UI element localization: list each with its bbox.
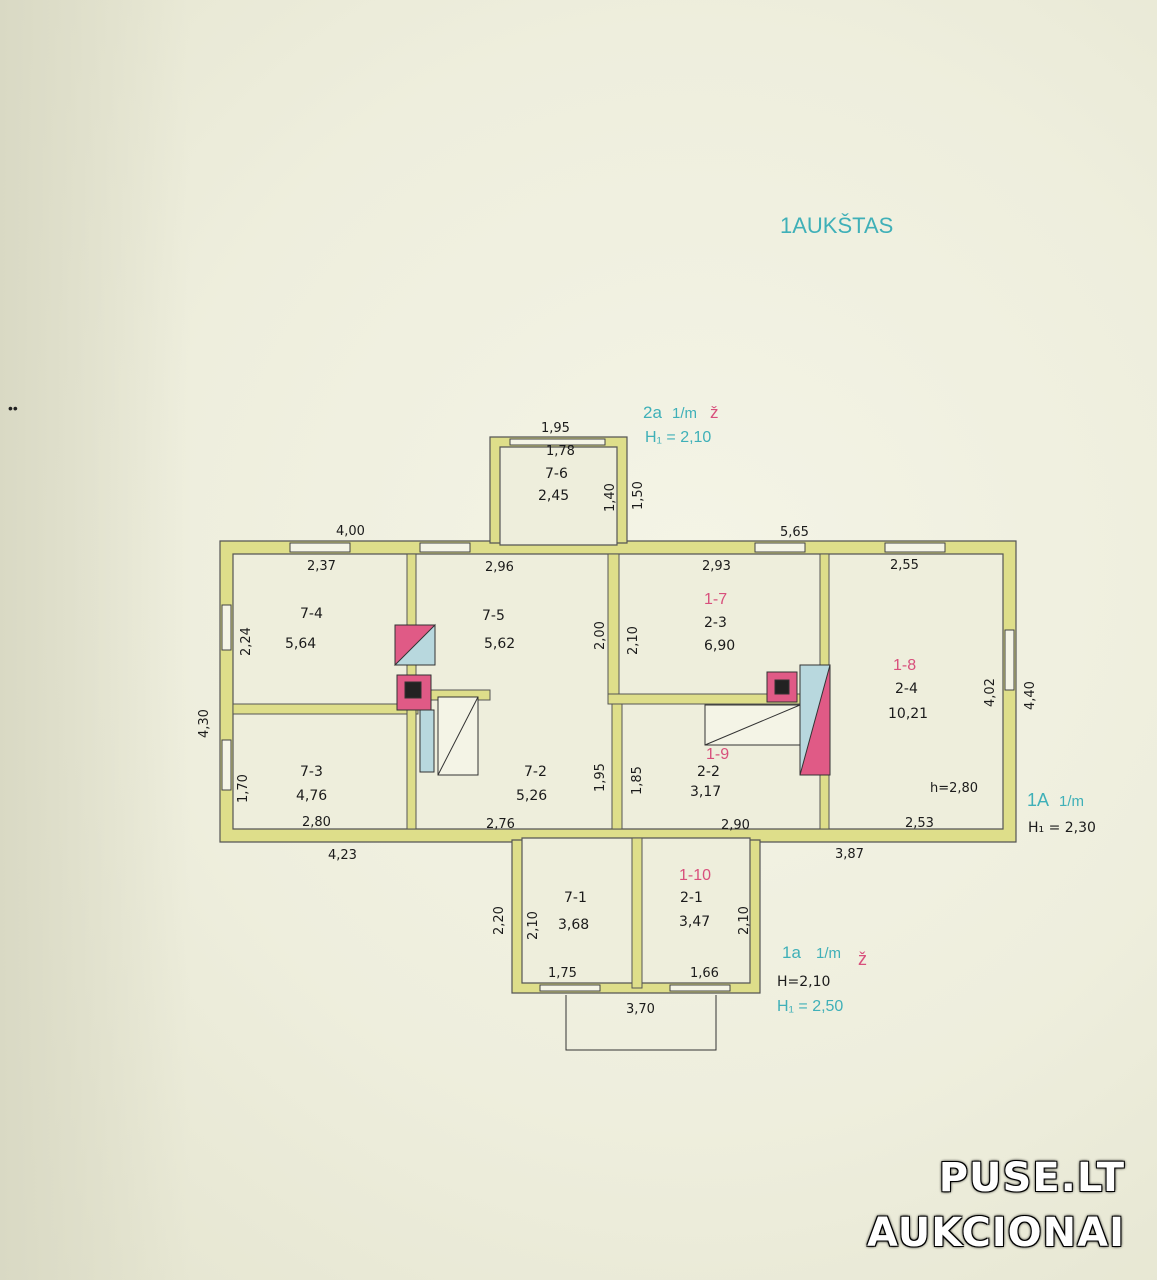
- room-area: 3,17: [690, 784, 721, 800]
- room-area: 10,21: [888, 706, 928, 722]
- building-mark: 2a: [643, 403, 662, 422]
- room-area: 2,45: [538, 488, 569, 504]
- building-marks: 2a 1/m ž H₁ = 2,10 1A 1/m H₁ = 2,30 h=2,…: [643, 403, 1096, 1015]
- dimension-label: 2,24: [239, 627, 254, 656]
- windows: [221, 438, 1015, 992]
- room-id-old: 2-1: [680, 890, 703, 906]
- building-mark: ž: [710, 403, 719, 422]
- building-mark: H₁ = 2,10: [645, 429, 711, 446]
- room-area: 5,26: [516, 788, 547, 804]
- dimension-label: 4,23: [328, 848, 357, 863]
- building-mark: 1/m: [816, 945, 841, 962]
- stoves: [393, 623, 831, 776]
- room-area: 3,68: [558, 917, 589, 933]
- dimension-labels: 1,95 1,78 4,00 5,65 2,37 2,96 2,93 2,55 …: [197, 421, 1038, 1017]
- dimension-label: 2,76: [486, 817, 515, 832]
- dimension-label: 1,50: [631, 481, 646, 510]
- dimension-label: 3,70: [626, 1002, 655, 1017]
- room-id-old: 2-4: [895, 681, 918, 697]
- watermark-line2: AUKCIONAI: [867, 1210, 1125, 1256]
- building-mark: H₁ = 2,50: [777, 998, 843, 1015]
- building-mark: H₁ = 2,30: [1028, 820, 1096, 836]
- building-mark: ž: [858, 949, 867, 969]
- dimension-label: 2,37: [307, 559, 336, 574]
- site-label: 1AUKŠTAS: [780, 213, 893, 238]
- dimension-label: 2,80: [302, 815, 331, 830]
- dimension-label: 4,30: [197, 709, 212, 738]
- dimension-label: 2,96: [485, 560, 514, 575]
- dimension-label: 5,65: [780, 525, 809, 540]
- dimension-label: 1,85: [630, 766, 645, 795]
- dimension-label: 2,90: [721, 818, 750, 833]
- room-area: 5,64: [285, 636, 316, 652]
- dimension-label: 4,02: [983, 678, 998, 707]
- dimension-label: 1,95: [593, 763, 608, 792]
- dimension-label: 2,55: [890, 558, 919, 573]
- room-id: 7-5: [482, 608, 505, 624]
- page-shadow: [0, 0, 190, 1280]
- room-area: 5,62: [484, 636, 515, 652]
- room-id-new: 1-8: [893, 657, 916, 674]
- dimension-label: 2,10: [526, 911, 541, 940]
- building-mark: 1/m: [1059, 793, 1084, 810]
- room-area: 6,90: [704, 638, 735, 654]
- room-area: 3,47: [679, 914, 710, 930]
- room-id-old: 2-3: [704, 615, 727, 631]
- dimension-label: 1,75: [548, 966, 577, 981]
- building-mark: 1A: [1027, 790, 1049, 810]
- dimension-label: 4,00: [336, 524, 365, 539]
- margin-dots: ••: [8, 400, 18, 416]
- dimension-label: 2,20: [492, 906, 507, 935]
- room-id-new: 1-10: [679, 867, 711, 884]
- building-mark: 1/m: [672, 405, 697, 422]
- room-labels: 7-6 2,45 7-4 5,64 7-5 5,62 7-3 4,76 7-2 …: [285, 466, 928, 933]
- dimension-label: 1,66: [690, 966, 719, 981]
- room-id-new: 1-7: [704, 591, 727, 608]
- room-id: 7-3: [300, 764, 323, 780]
- room-id: 7-2: [524, 764, 547, 780]
- dimension-label: 4,40: [1023, 681, 1038, 710]
- dimension-label: 2,10: [626, 626, 641, 655]
- dimension-label: 2,10: [737, 906, 752, 935]
- room-id: 7-4: [300, 606, 323, 622]
- dimension-label: 2,00: [593, 621, 608, 650]
- building-mark: h=2,80: [930, 781, 978, 796]
- dimension-label: 2,53: [905, 816, 934, 831]
- watermark-line1: PUSE.LT: [938, 1155, 1125, 1201]
- building-mark: 1a: [782, 943, 801, 962]
- room-id-new: 1-9: [706, 746, 729, 763]
- porch-steps: [565, 995, 717, 1051]
- building-mark: H=2,10: [777, 974, 830, 990]
- dimension-label: 1,40: [603, 483, 618, 512]
- room-area: 4,76: [296, 788, 327, 804]
- dimension-label: 1,78: [546, 444, 575, 459]
- room-id-old: 2-2: [697, 764, 720, 780]
- room-id: 7-1: [564, 890, 587, 906]
- dimension-label: 3,87: [835, 847, 864, 862]
- dimension-label: 1,95: [541, 421, 570, 436]
- dimension-label: 2,93: [702, 559, 731, 574]
- room-id: 7-6: [545, 466, 568, 482]
- dimension-label: 1,70: [236, 774, 251, 803]
